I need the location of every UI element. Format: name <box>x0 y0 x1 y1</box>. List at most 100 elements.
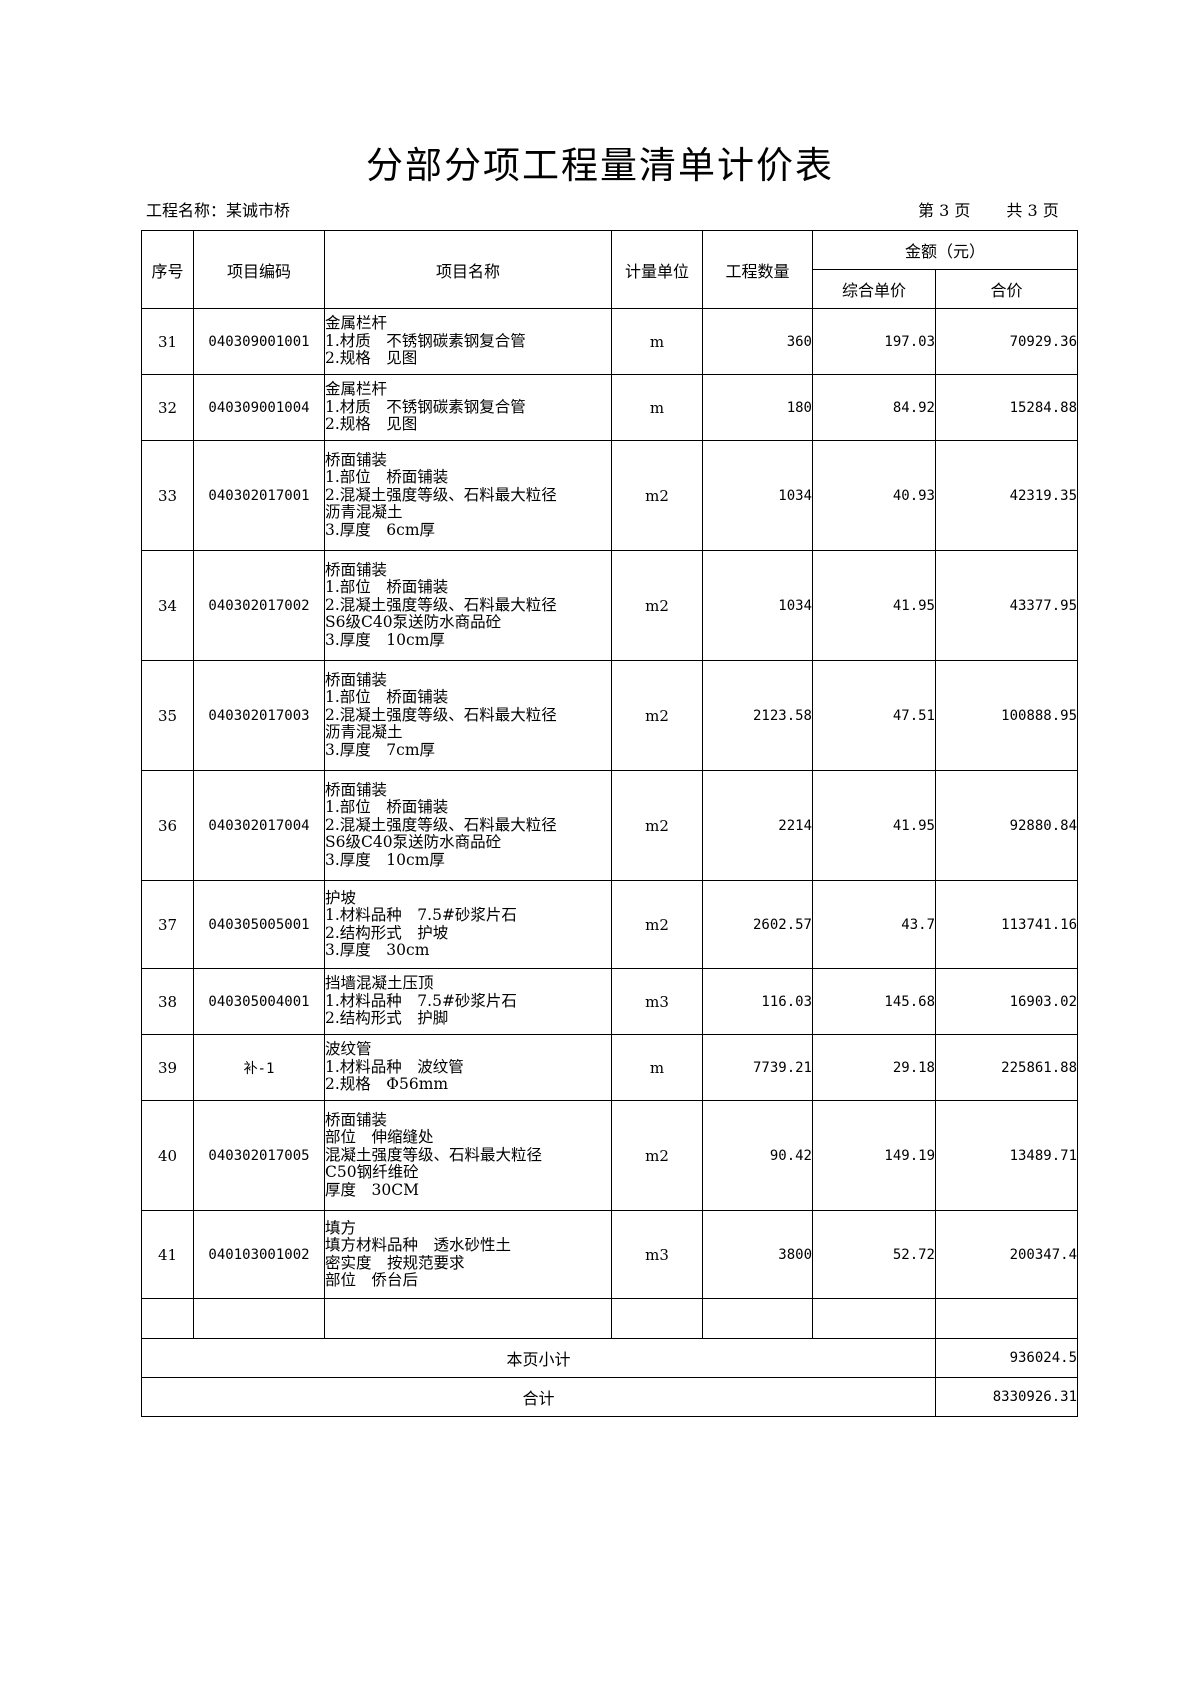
row-seq: 35 <box>141 660 194 771</box>
page-current: 第 3 页 <box>918 201 971 220</box>
row-seq: 38 <box>141 968 194 1035</box>
row-name-line: 桥面铺装 <box>325 670 388 689</box>
row-name-line: 混凝土强度等级、石料最大粒径 <box>325 1145 543 1164</box>
header-code: 项目编码 <box>193 230 325 309</box>
row-seq: 32 <box>141 374 194 441</box>
row-code: 040302017002 <box>193 550 325 661</box>
row-code: 040103001002 <box>193 1210 325 1299</box>
row-seq: 34 <box>141 550 194 661</box>
row-seq: 41 <box>141 1210 194 1299</box>
row-name-line: 2.规格 见图 <box>325 415 418 434</box>
row-seq: 36 <box>141 770 194 881</box>
row-name-line: 2.规格 Φ56mm <box>325 1075 449 1094</box>
row-seq: 40 <box>141 1100 194 1211</box>
header-unit-price: 综合单价 <box>812 269 936 309</box>
row-unit-price: 43.7 <box>812 880 936 969</box>
row-seq: 33 <box>141 440 194 551</box>
row-qty: 3800 <box>702 1210 813 1299</box>
row-seq: 31 <box>141 308 194 375</box>
row-total: 225861.88 <box>934 1034 1079 1101</box>
row-name-line: 1.部位 桥面铺装 <box>325 578 449 597</box>
page-subtotal-row: 本页小计 936024.5 <box>141 1338 1079 1378</box>
row-seq: 39 <box>141 1034 194 1101</box>
row-unit-price: 47.51 <box>812 660 936 771</box>
row-name-line: 1.部位 桥面铺装 <box>325 798 449 817</box>
row-total: 42319.35 <box>934 440 1079 551</box>
blank-cell <box>702 1298 813 1339</box>
row-qty: 7739.21 <box>702 1034 813 1101</box>
page-total: 共 3 页 <box>1006 201 1059 220</box>
row-unit: m2 <box>611 550 703 661</box>
row-unit: m <box>611 374 703 441</box>
row-qty: 2602.57 <box>702 880 813 969</box>
row-name-line: 1.材质 不锈钢碳素钢复合管 <box>325 397 526 416</box>
row-code: 040302017003 <box>193 660 325 771</box>
row-name-line: 桥面铺装 <box>325 560 388 579</box>
row-code: 040309001004 <box>193 374 325 441</box>
row-name-line: 填方材料品种 透水砂性土 <box>325 1236 512 1254</box>
row-name-line: 1.材质 不锈钢碳素钢复合管 <box>325 331 526 350</box>
row-name-line: 金属栏杆 <box>325 314 388 333</box>
header-unit: 计量单位 <box>611 230 703 309</box>
row-name-line: 部位 侨台后 <box>325 1271 419 1289</box>
row-total: 113741.16 <box>934 880 1079 969</box>
row-name-line: 3.厚度 7cm厚 <box>325 740 436 759</box>
row-unit-price: 145.68 <box>812 968 936 1035</box>
row-code: 040302017001 <box>193 440 325 551</box>
row-name-line: 桥面铺装 <box>325 1110 388 1129</box>
row-name-line: C50钢纤维砼 <box>325 1163 419 1182</box>
row-total: 70929.36 <box>934 308 1079 375</box>
header-total: 合价 <box>934 269 1079 309</box>
row-name-line: 1.材料品种 7.5#砂浆片石 <box>325 991 517 1010</box>
row-total: 92880.84 <box>934 770 1079 881</box>
row-unit: m2 <box>611 660 703 771</box>
row-name-line: S6级C40泵送防水商品砼 <box>325 613 502 632</box>
row-name-line: 2.结构形式 护脚 <box>325 1009 449 1028</box>
row-name-line: 沥青混凝土 <box>325 503 403 522</box>
header-amount: 金额（元） <box>811 230 1079 270</box>
row-name-line: 桥面铺装 <box>325 450 388 469</box>
grand-total-value: 8330926.31 <box>934 1377 1079 1417</box>
row-code: 040305004001 <box>193 968 325 1035</box>
row-unit-price: 149.19 <box>812 1100 936 1211</box>
row-unit-price: 41.95 <box>812 550 936 661</box>
row-seq: 37 <box>141 880 194 969</box>
row-unit: m <box>611 308 703 375</box>
row-unit: m <box>611 1034 703 1101</box>
blank-cell <box>193 1298 325 1339</box>
row-name-line: 部位 伸缩缝处 <box>325 1128 434 1147</box>
row-total: 13489.71 <box>934 1100 1079 1211</box>
row-name-line: 3.厚度 10cm厚 <box>325 630 445 649</box>
row-unit: m2 <box>611 440 703 551</box>
row-unit: m3 <box>611 1210 703 1299</box>
row-qty: 2123.58 <box>702 660 813 771</box>
blank-cell <box>324 1298 612 1339</box>
header-name: 项目名称 <box>324 230 612 309</box>
row-name-line: S6级C40泵送防水商品砼 <box>325 833 502 852</box>
row-qty: 180 <box>702 374 813 441</box>
row-name-line: 填方 <box>325 1218 357 1237</box>
row-name-line: 护坡 <box>325 888 357 907</box>
row-name-line: 1.材料品种 7.5#砂浆片石 <box>325 906 517 924</box>
row-name-line: 2.混凝土强度等级、石料最大粒径 <box>325 485 557 504</box>
row-total: 15284.88 <box>934 374 1079 441</box>
row-unit-price: 41.95 <box>812 770 936 881</box>
project-name: 工程名称：某诚市桥 <box>146 201 291 220</box>
row-total: 43377.95 <box>934 550 1079 661</box>
blank-cell <box>812 1298 936 1339</box>
